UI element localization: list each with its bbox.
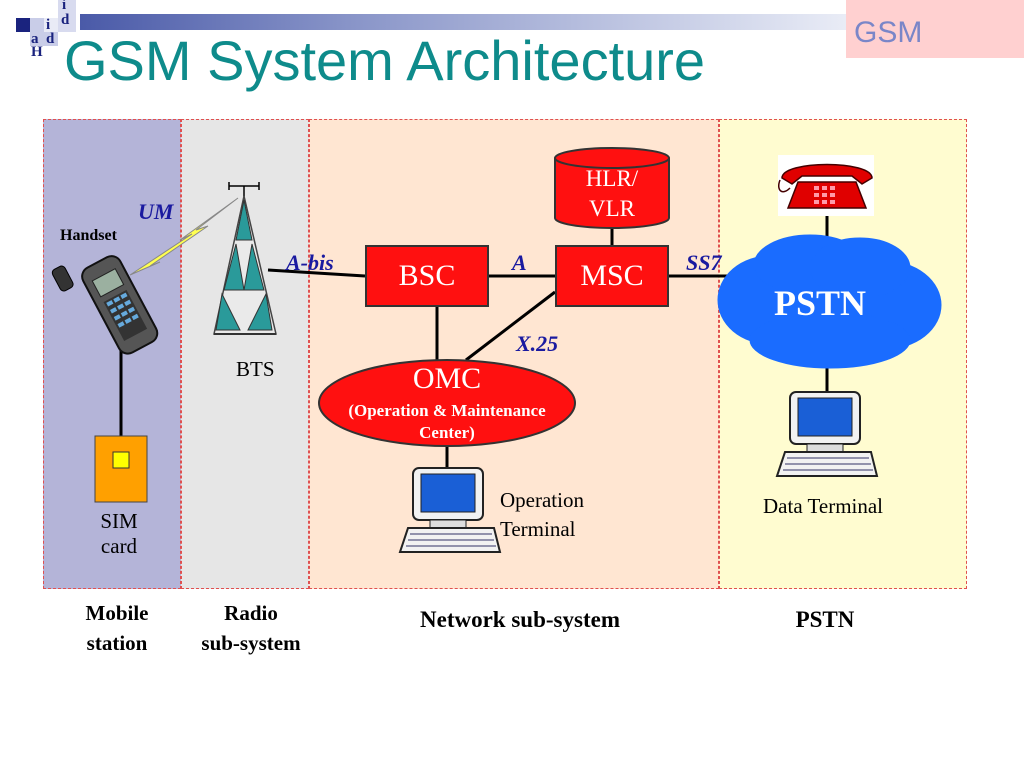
hlr-vlr-cylinder xyxy=(554,147,670,229)
x25-link xyxy=(465,290,556,362)
sim-card-icon xyxy=(94,435,148,503)
hlr-vlr-label: HLR/ VLR xyxy=(585,166,639,221)
logo-letter: d xyxy=(61,12,70,28)
ss7-interface-label: SS7 xyxy=(686,250,722,275)
zone-mobile-station xyxy=(43,119,181,589)
bts-label: BTS xyxy=(236,357,275,381)
section-tag-label: GSM xyxy=(854,16,923,49)
operation-terminal-computer-icon xyxy=(398,467,502,553)
abis-interface-label: A-bis xyxy=(286,250,334,275)
msc-node: MSC xyxy=(555,245,669,307)
telephone-icon xyxy=(778,155,874,216)
operation-terminal-label: Operation Terminal xyxy=(500,488,584,541)
um-interface-label: UM xyxy=(138,199,174,224)
caption-network-subsystem: Network sub-system xyxy=(420,607,620,632)
bts-tower-icon xyxy=(213,182,277,335)
a-interface-label: A xyxy=(512,250,527,275)
omc-ellipse xyxy=(318,359,576,447)
x25-interface-label: X.25 xyxy=(516,331,559,356)
air-interface-lightning-icon xyxy=(129,197,239,276)
pstn-cloud-label: PSTN xyxy=(773,283,867,323)
title-bar-decoration xyxy=(80,14,846,30)
omc-label: OMC xyxy=(412,362,482,395)
sim-card-label: SIM card xyxy=(100,509,138,558)
logo-letter: i xyxy=(46,17,51,33)
pstn-cloud xyxy=(717,234,942,369)
caption-pstn: PSTN xyxy=(795,607,855,632)
omc-full-label: (Operation & Maintenance Center) xyxy=(348,401,546,442)
logo: i d i a d H xyxy=(0,0,80,62)
logo-letter: H xyxy=(31,44,43,60)
logo-letter: a xyxy=(31,31,39,47)
handset-phone-icon xyxy=(51,255,159,355)
data-terminal-label: Data Terminal xyxy=(763,494,884,518)
data-terminal-computer-icon xyxy=(775,391,879,477)
abis-link xyxy=(267,268,366,278)
logo-letter: d xyxy=(46,31,55,47)
handset-label: Handset xyxy=(60,227,117,244)
caption-radio-subsystem: Radio sub-system xyxy=(201,601,301,655)
page-title: GSM System Architecture xyxy=(64,29,706,92)
logo-letter: i xyxy=(62,0,67,13)
bsc-node: BSC xyxy=(365,245,489,307)
caption-mobile-station: Mobile station xyxy=(85,601,149,655)
section-tag: GSM xyxy=(846,0,1024,58)
